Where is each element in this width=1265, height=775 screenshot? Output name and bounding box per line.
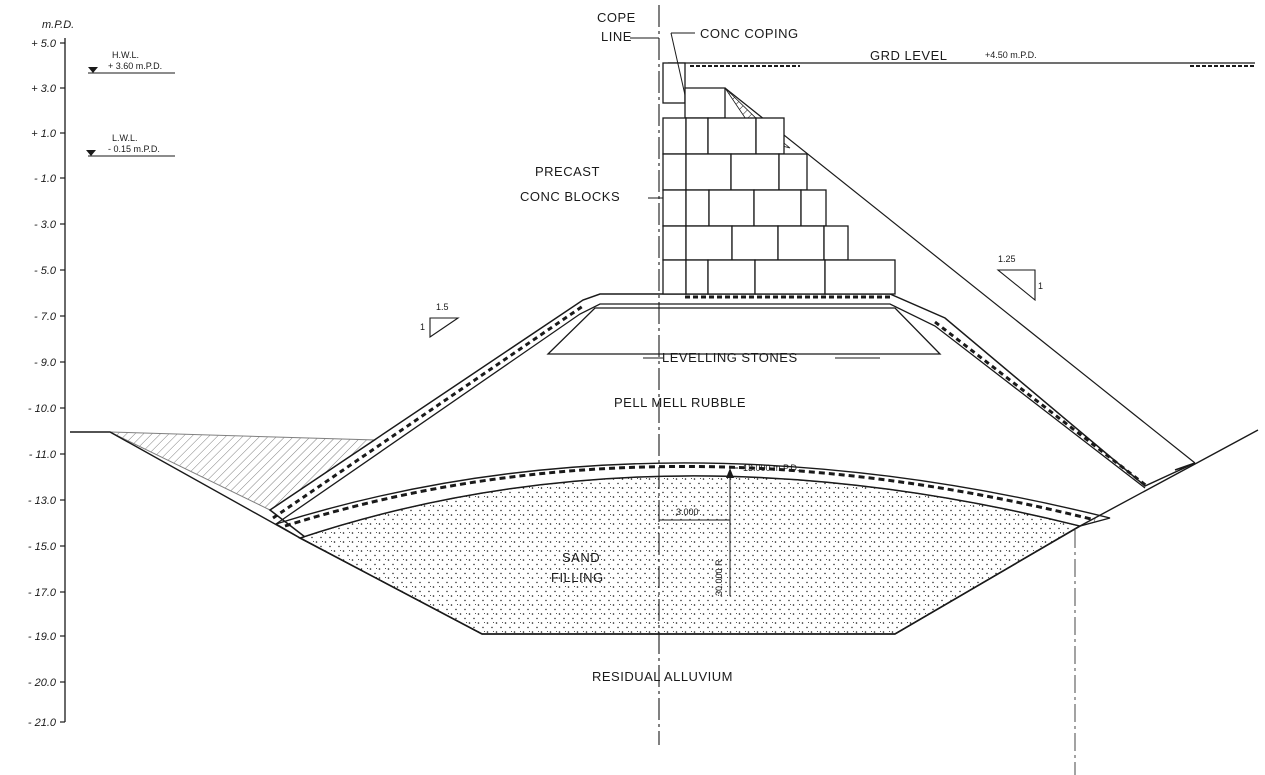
axis-tick-label: - 9.0	[34, 357, 57, 369]
slope-indicator-right: 1.25 1	[996, 254, 1043, 302]
axis-ticks: + 5.0 + 3.0 + 1.0 - 1.0 - 3.0 - 5.0 - 7.0 - 9.0…	[28, 38, 65, 729]
level-13-label: -13.000 m.P.D.	[740, 463, 799, 473]
hwl-value: + 3.60 m.P.D.	[108, 61, 162, 71]
axis-tick-label: - 13.0	[28, 495, 57, 507]
axis-tick-label: - 15.0	[28, 541, 57, 553]
axis-tick-label: - 20.0	[28, 677, 57, 689]
axis-tick-label: - 17.0	[28, 587, 57, 599]
slope-left-ratio: 1.5	[436, 302, 449, 312]
axis-tick-label: + 1.0	[31, 128, 57, 140]
precast-label-2: CONC BLOCKS	[520, 189, 620, 204]
axis-tick-label: + 5.0	[31, 38, 57, 50]
slope-right-unit: 1	[1038, 281, 1043, 291]
levelling-stones-bed	[546, 307, 942, 355]
levelling-stones-label: LEVELLING STONES	[662, 350, 798, 365]
sand-label-2: FILLING	[551, 570, 604, 585]
hwl-label: H.W.L.	[112, 50, 139, 60]
lwl-marker-icon	[86, 150, 96, 156]
grd-level-value: +4.50 m.P.D.	[985, 50, 1037, 60]
axis-unit-label: m.P.D.	[42, 19, 74, 31]
slope-right-ratio: 1.25	[998, 254, 1016, 264]
slope-indicator-left: 1.5 1	[420, 302, 460, 339]
dim-radius-label: 30.000 R	[714, 559, 724, 596]
pell-mell-rubble-label: PELL MELL RUBBLE	[614, 395, 746, 410]
cope-line-label-2: LINE	[601, 29, 632, 44]
slope-left-unit: 1	[420, 322, 425, 332]
axis-tick-label: - 5.0	[34, 265, 57, 277]
axis-tick-label: - 1.0	[34, 173, 57, 185]
sand-label-1: SAND	[562, 550, 600, 565]
hwl-marker-icon	[88, 67, 98, 73]
axis-tick-label: - 11.0	[29, 449, 57, 461]
axis-tick-label: - 3.0	[34, 219, 57, 231]
lwl-label: L.W.L.	[112, 133, 138, 143]
cope-line-label-1: COPE	[597, 10, 636, 25]
grd-level-label: GRD LEVEL	[870, 48, 947, 63]
dim-3000-label: 3.000	[676, 507, 699, 517]
vertical-axis: m.P.D. + 5.0 + 3.0 + 1.0 - 1.0 - 3.0 - 5.0 - 7…	[28, 19, 74, 729]
component-labels: COPE LINE CONC COPING GRD LEVEL +4.50 m.…	[520, 10, 1037, 684]
backfill-slope-line	[724, 87, 1196, 464]
water-level-markers: H.W.L. + 3.60 m.P.D. L.W.L. - 0.15 m.P.D…	[86, 50, 175, 157]
precast-concrete-blocks	[662, 62, 896, 295]
axis-tick-label: - 21.0	[28, 717, 57, 729]
axis-tick-label: + 3.0	[31, 83, 57, 95]
left-fill-area	[109, 431, 377, 511]
lwl-value: - 0.15 m.P.D.	[108, 144, 160, 154]
axis-tick-label: - 10.0	[28, 403, 57, 415]
axis-tick-label: - 7.0	[34, 311, 57, 323]
residual-alluvium-label: RESIDUAL ALLUVIUM	[592, 669, 733, 684]
axis-tick-label: - 19.0	[28, 631, 57, 643]
excavation-line	[70, 429, 1259, 635]
conc-coping-label: CONC COPING	[700, 26, 799, 41]
precast-label-1: PRECAST	[535, 164, 600, 179]
radius-dimension: 3.000 30.000 R -13.000 m.P.D.	[659, 463, 799, 596]
